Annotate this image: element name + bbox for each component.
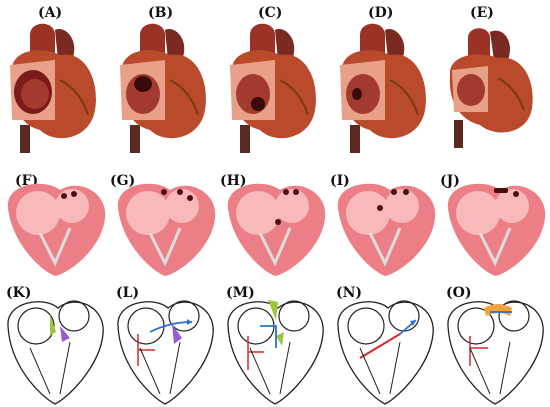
panel-label: (O) xyxy=(446,285,472,301)
panel-f: (F) xyxy=(0,160,110,278)
panel-l: (L) xyxy=(110,280,220,407)
heart-section-icon xyxy=(337,183,436,276)
panel-label: (A) xyxy=(38,5,63,21)
heart-section-icon xyxy=(227,183,326,276)
heart-schematic-icon xyxy=(117,300,214,405)
panel-m: (M) xyxy=(220,280,330,407)
panel-label: (L) xyxy=(116,285,140,301)
heart-schematic-icon xyxy=(7,300,104,405)
heart-schematic-icon xyxy=(447,300,544,405)
panel-g: (G) xyxy=(110,160,220,278)
panel-label: (D) xyxy=(368,5,394,21)
panel-k: (K) xyxy=(0,280,110,407)
heart-section-icon xyxy=(117,183,216,276)
panel-b: (B) xyxy=(110,0,220,155)
heart-cutaway-icon xyxy=(449,28,533,148)
panel-j: (J) xyxy=(440,160,550,278)
panel-label: (B) xyxy=(148,5,174,21)
panel-label: (N) xyxy=(336,285,363,301)
heart-section-icon xyxy=(447,183,546,276)
heart-cutaway-icon xyxy=(10,23,96,153)
heart-schematic-icon xyxy=(227,300,324,405)
heart-cutaway-icon xyxy=(340,23,426,153)
heart-schematic-icon xyxy=(337,300,434,405)
panel-label: (I) xyxy=(330,173,350,189)
panel-label: (J) xyxy=(440,173,460,189)
panel-h: (H) xyxy=(220,160,330,278)
panel-n: (N) xyxy=(330,280,440,407)
heart-cutaway-icon xyxy=(120,23,206,153)
panel-label: (C) xyxy=(258,5,283,21)
heart-section-icon xyxy=(7,183,106,276)
panel-o: (O) xyxy=(440,280,550,407)
panel-label: (H) xyxy=(220,173,247,189)
panel-e: (E) xyxy=(440,0,550,155)
heart-cutaway-icon xyxy=(230,23,316,153)
panel-label: (G) xyxy=(110,173,136,189)
panel-c: (C) xyxy=(220,0,330,155)
panel-i: (I) xyxy=(330,160,440,278)
panel-d: (D) xyxy=(330,0,440,155)
panel-label: (K) xyxy=(6,285,32,301)
panel-label: (M) xyxy=(226,285,255,301)
panel-a: (A) xyxy=(0,0,110,155)
panel-label: (E) xyxy=(470,5,494,21)
